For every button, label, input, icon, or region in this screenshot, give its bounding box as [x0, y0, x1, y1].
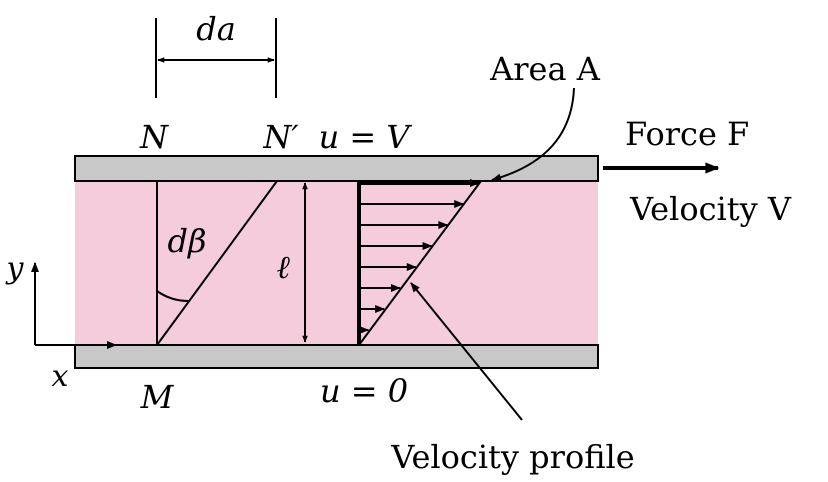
plate-velocity-label: Velocity V	[629, 190, 792, 228]
profile-arrows	[359, 179, 480, 334]
x-axis-label: x	[52, 359, 69, 394]
profile-envelope	[358, 180, 482, 346]
point-n-prime-label: N′	[262, 118, 299, 156]
bottom-plate	[74, 344, 599, 369]
da-label: da	[196, 10, 236, 48]
y-axis-label: y	[5, 251, 25, 286]
element-deformed-edge	[156, 180, 278, 346]
point-m-label: M	[140, 378, 175, 416]
velocity-profile-leader	[410, 282, 523, 421]
d-beta-label: dβ	[168, 222, 207, 260]
gap-length-label: ℓ	[276, 248, 290, 286]
bottom-velocity-condition: u = 0	[320, 372, 408, 410]
force-label: Force F	[625, 115, 749, 153]
fluid-layer	[75, 180, 598, 345]
area-label: Area A	[489, 50, 601, 88]
top-plate	[74, 155, 599, 182]
velocity-profile-label: Velocity profile	[390, 438, 634, 476]
area-leader	[491, 87, 575, 182]
point-n-label: N	[139, 118, 169, 156]
d-beta-angle-arc	[156, 290, 190, 303]
top-velocity-condition: u = V	[319, 118, 413, 156]
